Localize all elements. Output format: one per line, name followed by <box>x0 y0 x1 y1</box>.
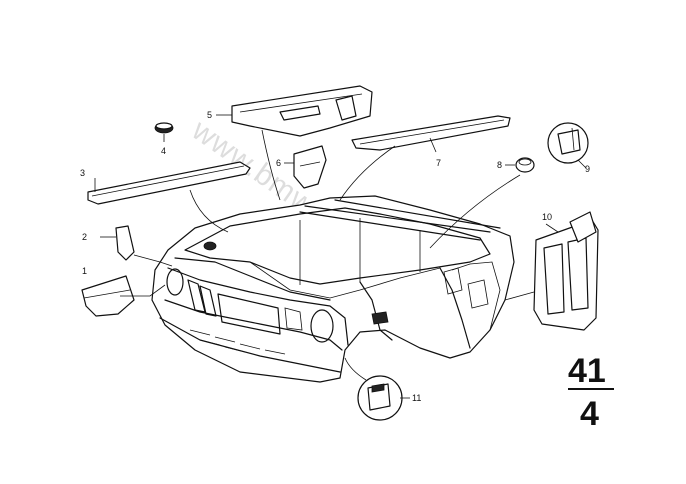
part-3-strut <box>87 161 251 205</box>
callout-11: 11 <box>412 393 421 403</box>
part-9-detail <box>547 122 589 164</box>
callout-6: 6 <box>276 158 281 168</box>
part-8-plug <box>515 157 535 173</box>
front-body-shell <box>151 195 515 383</box>
callout-3: 3 <box>80 168 85 178</box>
callout-5: 5 <box>207 110 212 120</box>
callout-10: 10 <box>542 212 552 222</box>
part-6-bracket <box>293 145 327 189</box>
part-1-cover <box>81 275 135 317</box>
callout-9: 9 <box>585 164 590 174</box>
part-7-member <box>351 115 511 151</box>
part-5-panel <box>231 85 373 137</box>
callout-4: 4 <box>161 146 166 156</box>
part-4-grommet <box>154 122 174 134</box>
part-10-panel <box>533 211 599 331</box>
callout-7: 7 <box>436 158 441 168</box>
callout-2: 2 <box>82 232 87 242</box>
sheet-group: 41 <box>568 352 606 390</box>
sheet-number: 41 4 <box>568 352 614 433</box>
part-11-detail <box>357 375 403 421</box>
sheet-page: 4 <box>580 395 599 433</box>
callout-1: 1 <box>82 266 87 276</box>
part-2-bracket <box>115 225 135 261</box>
callout-8: 8 <box>497 160 502 170</box>
